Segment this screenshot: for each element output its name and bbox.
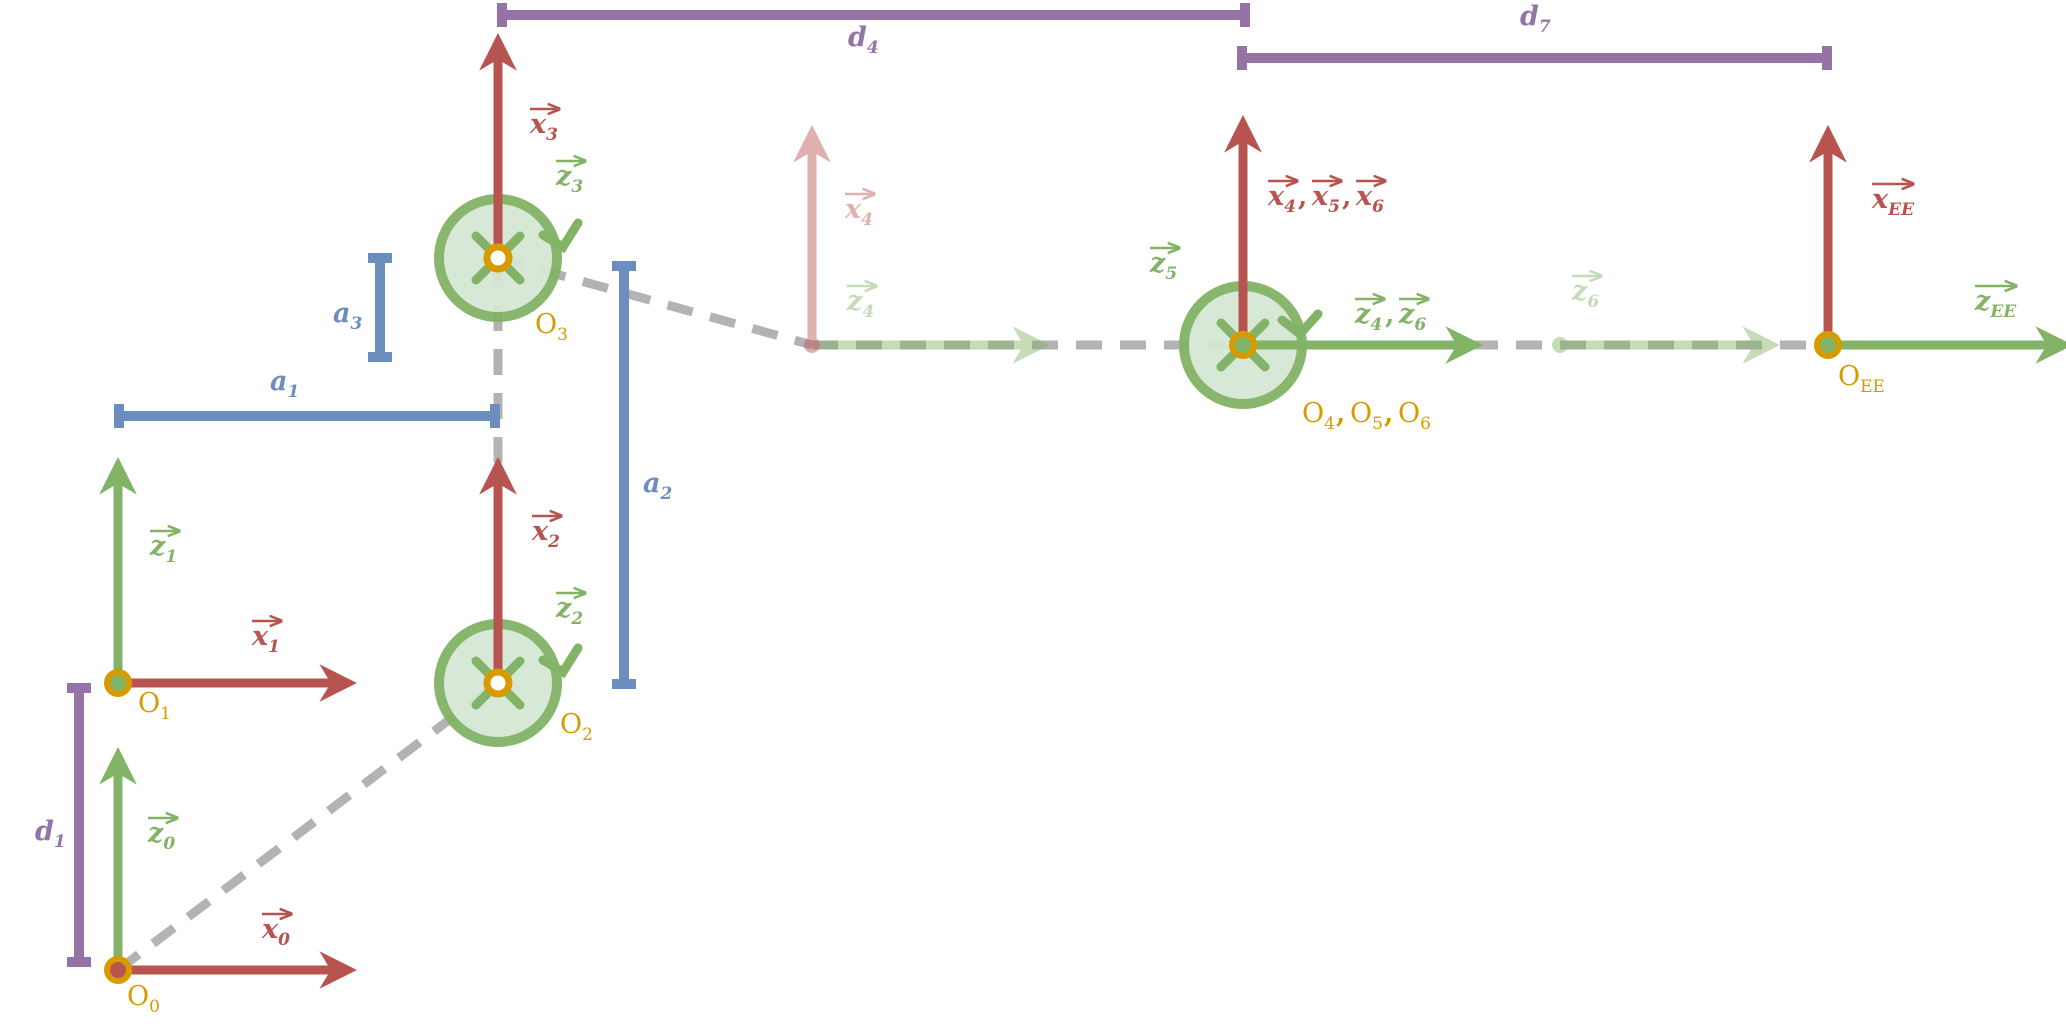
z3-label-group: z3: [555, 161, 584, 197]
z4-ghost-label: z4: [846, 286, 874, 322]
x0-label-group: x0: [261, 914, 290, 950]
o0-marker: [104, 956, 132, 984]
d1-bar: [67, 683, 91, 967]
o0-label-group: O0: [127, 981, 160, 1017]
xEE-label: xEE: [1871, 184, 1915, 220]
x2-label: x2: [531, 516, 560, 552]
z1-label-group: z1: [149, 531, 178, 567]
x456-label-part-1: x5: [1311, 181, 1340, 217]
z1-label: z1: [149, 531, 177, 567]
o3-label: O3: [535, 309, 568, 345]
o6-ghost-dot: [1552, 337, 1568, 353]
z0-label: z0: [147, 818, 175, 854]
z3-label: z3: [555, 161, 583, 197]
oEE-label: OEE: [1838, 361, 1885, 397]
x456-label-part-0: x4: [1267, 181, 1296, 217]
a1-label: a1: [270, 366, 299, 402]
oEE-marker: [1814, 331, 1842, 359]
a1-bar: [114, 404, 500, 428]
x4-ghost-label-group: x4: [844, 194, 873, 230]
o2-label: O2: [560, 709, 593, 745]
o456-label-part-1: O5: [1350, 398, 1383, 434]
o0-label: O0: [127, 981, 160, 1017]
a2-bar: [612, 261, 636, 689]
x3-label-group: x3: [529, 109, 558, 145]
zEE-label: zEE: [1974, 286, 2017, 322]
ghost-frame-6: [1552, 326, 1781, 364]
rotation-tick-icon: [1277, 309, 1323, 341]
d7-bar: [1237, 46, 1832, 70]
rotation-tick-icon: [538, 643, 583, 679]
z0-label-group: z0: [147, 818, 176, 854]
a2-label: a2: [643, 468, 673, 504]
z2-label-group: z2: [555, 593, 584, 629]
o3-label-group: O3: [535, 309, 568, 345]
a3-label-group: a3: [333, 298, 363, 334]
d1-label: d1: [35, 816, 66, 852]
d7-label-group: d7: [1520, 1, 1551, 37]
o456-label-part-0: O4: [1302, 398, 1335, 434]
ghost-frame-4: [793, 124, 1051, 364]
a2-label-group: a2: [643, 468, 673, 504]
o456-label-part-2: O6: [1398, 398, 1431, 434]
x1-label: x1: [251, 621, 280, 657]
o1-label-group: O1: [138, 688, 171, 724]
o456-label-separator: ,: [1336, 398, 1345, 429]
z6-ghost-label: z6: [1571, 276, 1599, 312]
o3-marker: [483, 243, 513, 273]
dimension-bars: [67, 3, 1832, 967]
z5-label-group: z5: [1149, 248, 1178, 284]
o456-label-separator: ,: [1384, 398, 1393, 429]
z4-ghost-label-group: z4: [846, 286, 875, 322]
z6-ghost-label-group: z6: [1571, 276, 1600, 312]
x456-label-separator: ,: [1342, 181, 1351, 212]
o4-ghost-dot: [804, 337, 820, 353]
rotation-tick-icon: [538, 218, 583, 254]
d4-bar: [497, 3, 1250, 27]
d4-label: d4: [848, 22, 879, 58]
d1-label-group: d1: [35, 816, 66, 852]
oEE-label-group: OEE: [1838, 361, 1885, 397]
z5-label: z5: [1149, 248, 1177, 284]
zEE-label-group: zEE: [1974, 286, 2017, 322]
a3-bar: [368, 253, 392, 362]
o1-marker: [104, 669, 132, 697]
x456-label-separator: ,: [1298, 181, 1307, 212]
z2-label: z2: [555, 593, 583, 629]
z46-label-part-1: z6: [1398, 299, 1426, 335]
o456-marker: [1229, 331, 1257, 359]
d4-label-group: d4: [848, 22, 879, 58]
x456-label-part-2: x6: [1355, 181, 1384, 217]
z46-label-part-0: z4: [1354, 299, 1382, 335]
z46-label-separator: ,: [1385, 299, 1394, 330]
a3-label: a3: [333, 298, 363, 334]
o1-label: O1: [138, 688, 171, 724]
o456-label: O4,O5,O6: [1302, 398, 1431, 434]
link-o0-o2: [115, 679, 501, 974]
a1-label-group: a1: [270, 366, 299, 402]
x0-label: x0: [261, 914, 290, 950]
o2-marker: [483, 668, 513, 698]
labels: x0 x1 x2 x3 x4 xEE z0 z1 z2 z3 z4 z5 z6 zEE a1 a2 a3 d1 d4…: [35, 1, 2017, 1017]
links: [115, 253, 1828, 974]
x2-label-group: x2: [531, 516, 560, 552]
x3-label: x3: [529, 109, 558, 145]
o2-label-group: O2: [560, 709, 593, 745]
d7-label: d7: [1520, 1, 1551, 37]
xEE-label-group: xEE: [1871, 184, 1915, 220]
x1-label-group: x1: [251, 621, 280, 657]
x456-label: x4,x5,x6: [1267, 181, 1384, 217]
origin-markers: [104, 243, 1842, 984]
z46-label: z4,z6: [1354, 299, 1427, 335]
x4-ghost-label: x4: [844, 194, 873, 230]
